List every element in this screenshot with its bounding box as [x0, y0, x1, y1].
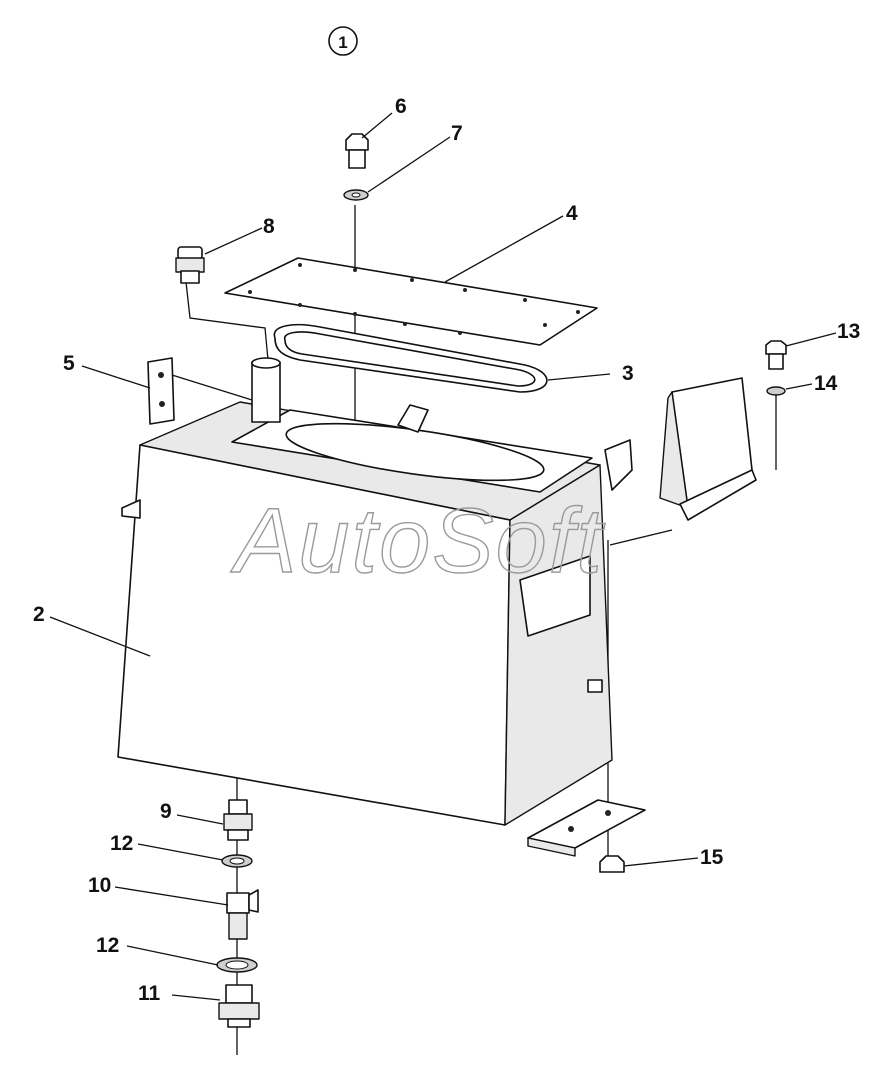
bolt-13-head	[765, 340, 787, 355]
callout-4: 4	[566, 202, 578, 225]
breather-cap-8-body	[175, 257, 205, 273]
breather-cap-8-top	[177, 246, 203, 260]
tank-side-tab	[587, 679, 603, 693]
bolt-13	[765, 340, 787, 370]
assembly-number: 1	[338, 33, 347, 52]
breather-cap-8-thread	[180, 270, 200, 284]
gasket-ring-inner	[284, 331, 536, 387]
watermark-text: AutoSoft	[230, 490, 605, 592]
nut-15	[599, 855, 625, 873]
tank-foot-left	[121, 499, 141, 519]
drain-valve-10-body	[226, 892, 250, 914]
callout-11: 11	[138, 982, 161, 1005]
washer-14-ring	[766, 386, 786, 396]
callout-2: 2	[33, 603, 45, 626]
callout-14: 14	[814, 372, 838, 395]
drain-plug-11-hex	[218, 1002, 260, 1020]
callout-5: 5	[63, 352, 75, 375]
gasket	[273, 323, 548, 393]
callout-labels: 2 3 4 5 6 7 8 9 10 11 12 12 13 14 15	[33, 95, 860, 1005]
fitting-9-top	[228, 799, 248, 815]
seal-ring-12-upper	[221, 854, 253, 868]
tank-rear-bracket	[604, 439, 633, 491]
mounting-plate-5	[147, 357, 253, 425]
cover-bracket-lip	[679, 469, 757, 521]
callout-13: 13	[837, 320, 860, 343]
drain-plug-11-thread	[225, 984, 253, 1004]
drain-valve-10	[226, 889, 259, 940]
cover-bracket	[609, 377, 757, 546]
bolt-6	[345, 133, 369, 169]
drain-plug-11	[218, 984, 260, 1028]
base-plate-top	[527, 799, 646, 849]
fitting-9	[223, 799, 253, 841]
tank-side-bracket	[519, 555, 591, 637]
nut-15-body	[599, 855, 625, 873]
fitting-9-thread	[227, 829, 249, 841]
callout-9: 9	[160, 800, 172, 823]
callout-12-upper: 12	[110, 832, 133, 855]
tank-top-lug	[397, 404, 429, 433]
washer-14	[766, 386, 786, 396]
callout-3: 3	[622, 362, 634, 385]
callout-10: 10	[88, 874, 111, 897]
base-plate	[527, 799, 646, 857]
callout-7: 7	[451, 122, 463, 145]
filler-neck	[251, 357, 281, 423]
filler-neck-top	[251, 357, 281, 369]
filler-neck-tube	[251, 361, 281, 423]
cover-plate	[224, 257, 598, 346]
base-plate-edge	[527, 837, 576, 857]
assembly-number-badge: 1	[328, 26, 358, 56]
callout-8: 8	[263, 215, 275, 238]
breather-axis-line	[185, 281, 269, 361]
seal-ring-12-lower	[216, 957, 258, 973]
bolt-13-shank	[768, 353, 784, 370]
cover-bracket-front	[659, 391, 689, 509]
mounting-plate-5-body	[147, 357, 175, 425]
cover-plate-body	[224, 257, 598, 346]
callout-6: 6	[395, 95, 407, 118]
callout-15: 15	[700, 846, 724, 869]
callout-12-lower: 12	[96, 934, 119, 957]
drain-valve-10-lower	[228, 912, 248, 940]
fitting-9-hex	[223, 813, 253, 831]
callout-leaders	[49, 112, 837, 1001]
washer-7	[343, 189, 369, 201]
bolt-6-shank	[348, 149, 366, 169]
tank-side-face	[504, 464, 613, 826]
tank-body	[117, 401, 633, 826]
drain-valve-10-lever	[248, 889, 259, 913]
breather-cap-8	[175, 246, 205, 284]
drain-plug-11-tip	[227, 1018, 251, 1028]
